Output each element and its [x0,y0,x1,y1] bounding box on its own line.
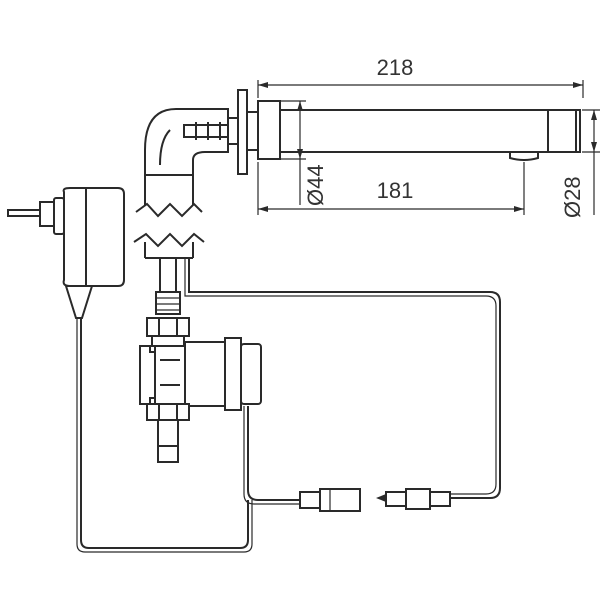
overall-length-label: 218 [377,55,414,80]
power-adapter [7,187,125,319]
cable-connector-right [376,488,451,510]
cable-connector-left [299,488,361,512]
supply-tube [155,257,181,315]
spout [257,100,581,161]
aerator-outlet [509,151,539,161]
dimension-body-diameter: Ø44 [268,100,328,206]
coil-cable [243,406,300,505]
elbow-pipe [133,108,229,259]
wall-flange [227,89,259,175]
sensor-cable [184,258,501,499]
power-cable [76,318,253,553]
solenoid-valve [139,317,262,463]
dimension-overall-length: 218 [257,55,584,98]
spout-diameter-label: Ø28 [560,176,585,218]
spout-length-label: 181 [377,178,414,203]
dimension-spout-length: 181 [257,162,525,215]
dimension-spout-diameter: Ø28 [560,109,600,218]
body-diameter-label: Ø44 [303,164,328,206]
